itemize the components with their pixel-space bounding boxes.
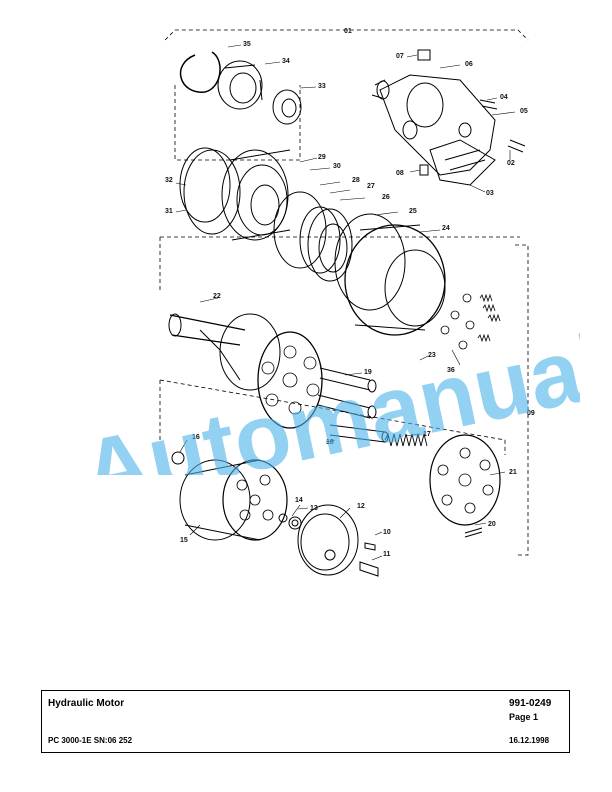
callout-27: 27 xyxy=(367,183,375,190)
callout-21: 21 xyxy=(509,469,517,476)
document-date: 16.12.1998 xyxy=(509,736,550,745)
title-block: Hydraulic Motor 991-0249 Page 1 PC 3000-… xyxy=(41,690,570,753)
page-number: Page 1 xyxy=(509,712,539,722)
callout-14: 14 xyxy=(295,497,303,504)
group-brackets xyxy=(159,29,529,556)
callout-19: 19 xyxy=(364,369,372,376)
callout-24: 24 xyxy=(442,225,450,232)
document-number: 991-0249 xyxy=(509,698,552,709)
callout-29: 29 xyxy=(318,154,326,161)
exploded-parts-drawing xyxy=(159,29,529,577)
callout-05: 05 xyxy=(520,108,528,115)
callout-31: 31 xyxy=(165,208,173,215)
callout-13: 13 xyxy=(310,505,318,512)
callout-17: 17 xyxy=(423,431,431,438)
callout-22: 22 xyxy=(213,293,221,300)
machine-model: PC 3000-1E SN:06 252 xyxy=(48,736,133,745)
callout-33: 33 xyxy=(318,83,326,90)
callout-18: 18 xyxy=(326,439,334,446)
callout-09: 09 xyxy=(527,410,535,417)
callout-08: 08 xyxy=(396,170,404,177)
callout-03: 03 xyxy=(486,190,494,197)
callout-06: 06 xyxy=(465,61,473,68)
callout-07: 07 xyxy=(396,53,404,60)
callout-23: 23 xyxy=(428,352,436,359)
callout-04: 04 xyxy=(500,94,508,101)
callout-01: 01 xyxy=(344,28,352,35)
callout-11: 11 xyxy=(383,551,391,558)
callout-36: 36 xyxy=(447,367,455,374)
callout-20: 20 xyxy=(488,521,496,528)
callout-35: 35 xyxy=(243,41,251,48)
document-title: Hydraulic Motor xyxy=(48,698,125,709)
callout-16: 16 xyxy=(192,434,200,441)
callout-15: 15 xyxy=(180,537,188,544)
callout-02: 02 xyxy=(507,160,515,167)
callout-30: 30 xyxy=(333,163,341,170)
callout-10: 10 xyxy=(383,529,391,536)
callout-28: 28 xyxy=(352,177,360,184)
callout-12: 12 xyxy=(357,503,365,510)
callout-34: 34 xyxy=(282,58,290,65)
callout-25: 25 xyxy=(409,208,417,215)
callout-32: 32 xyxy=(165,177,173,184)
callout-26: 26 xyxy=(382,194,390,201)
